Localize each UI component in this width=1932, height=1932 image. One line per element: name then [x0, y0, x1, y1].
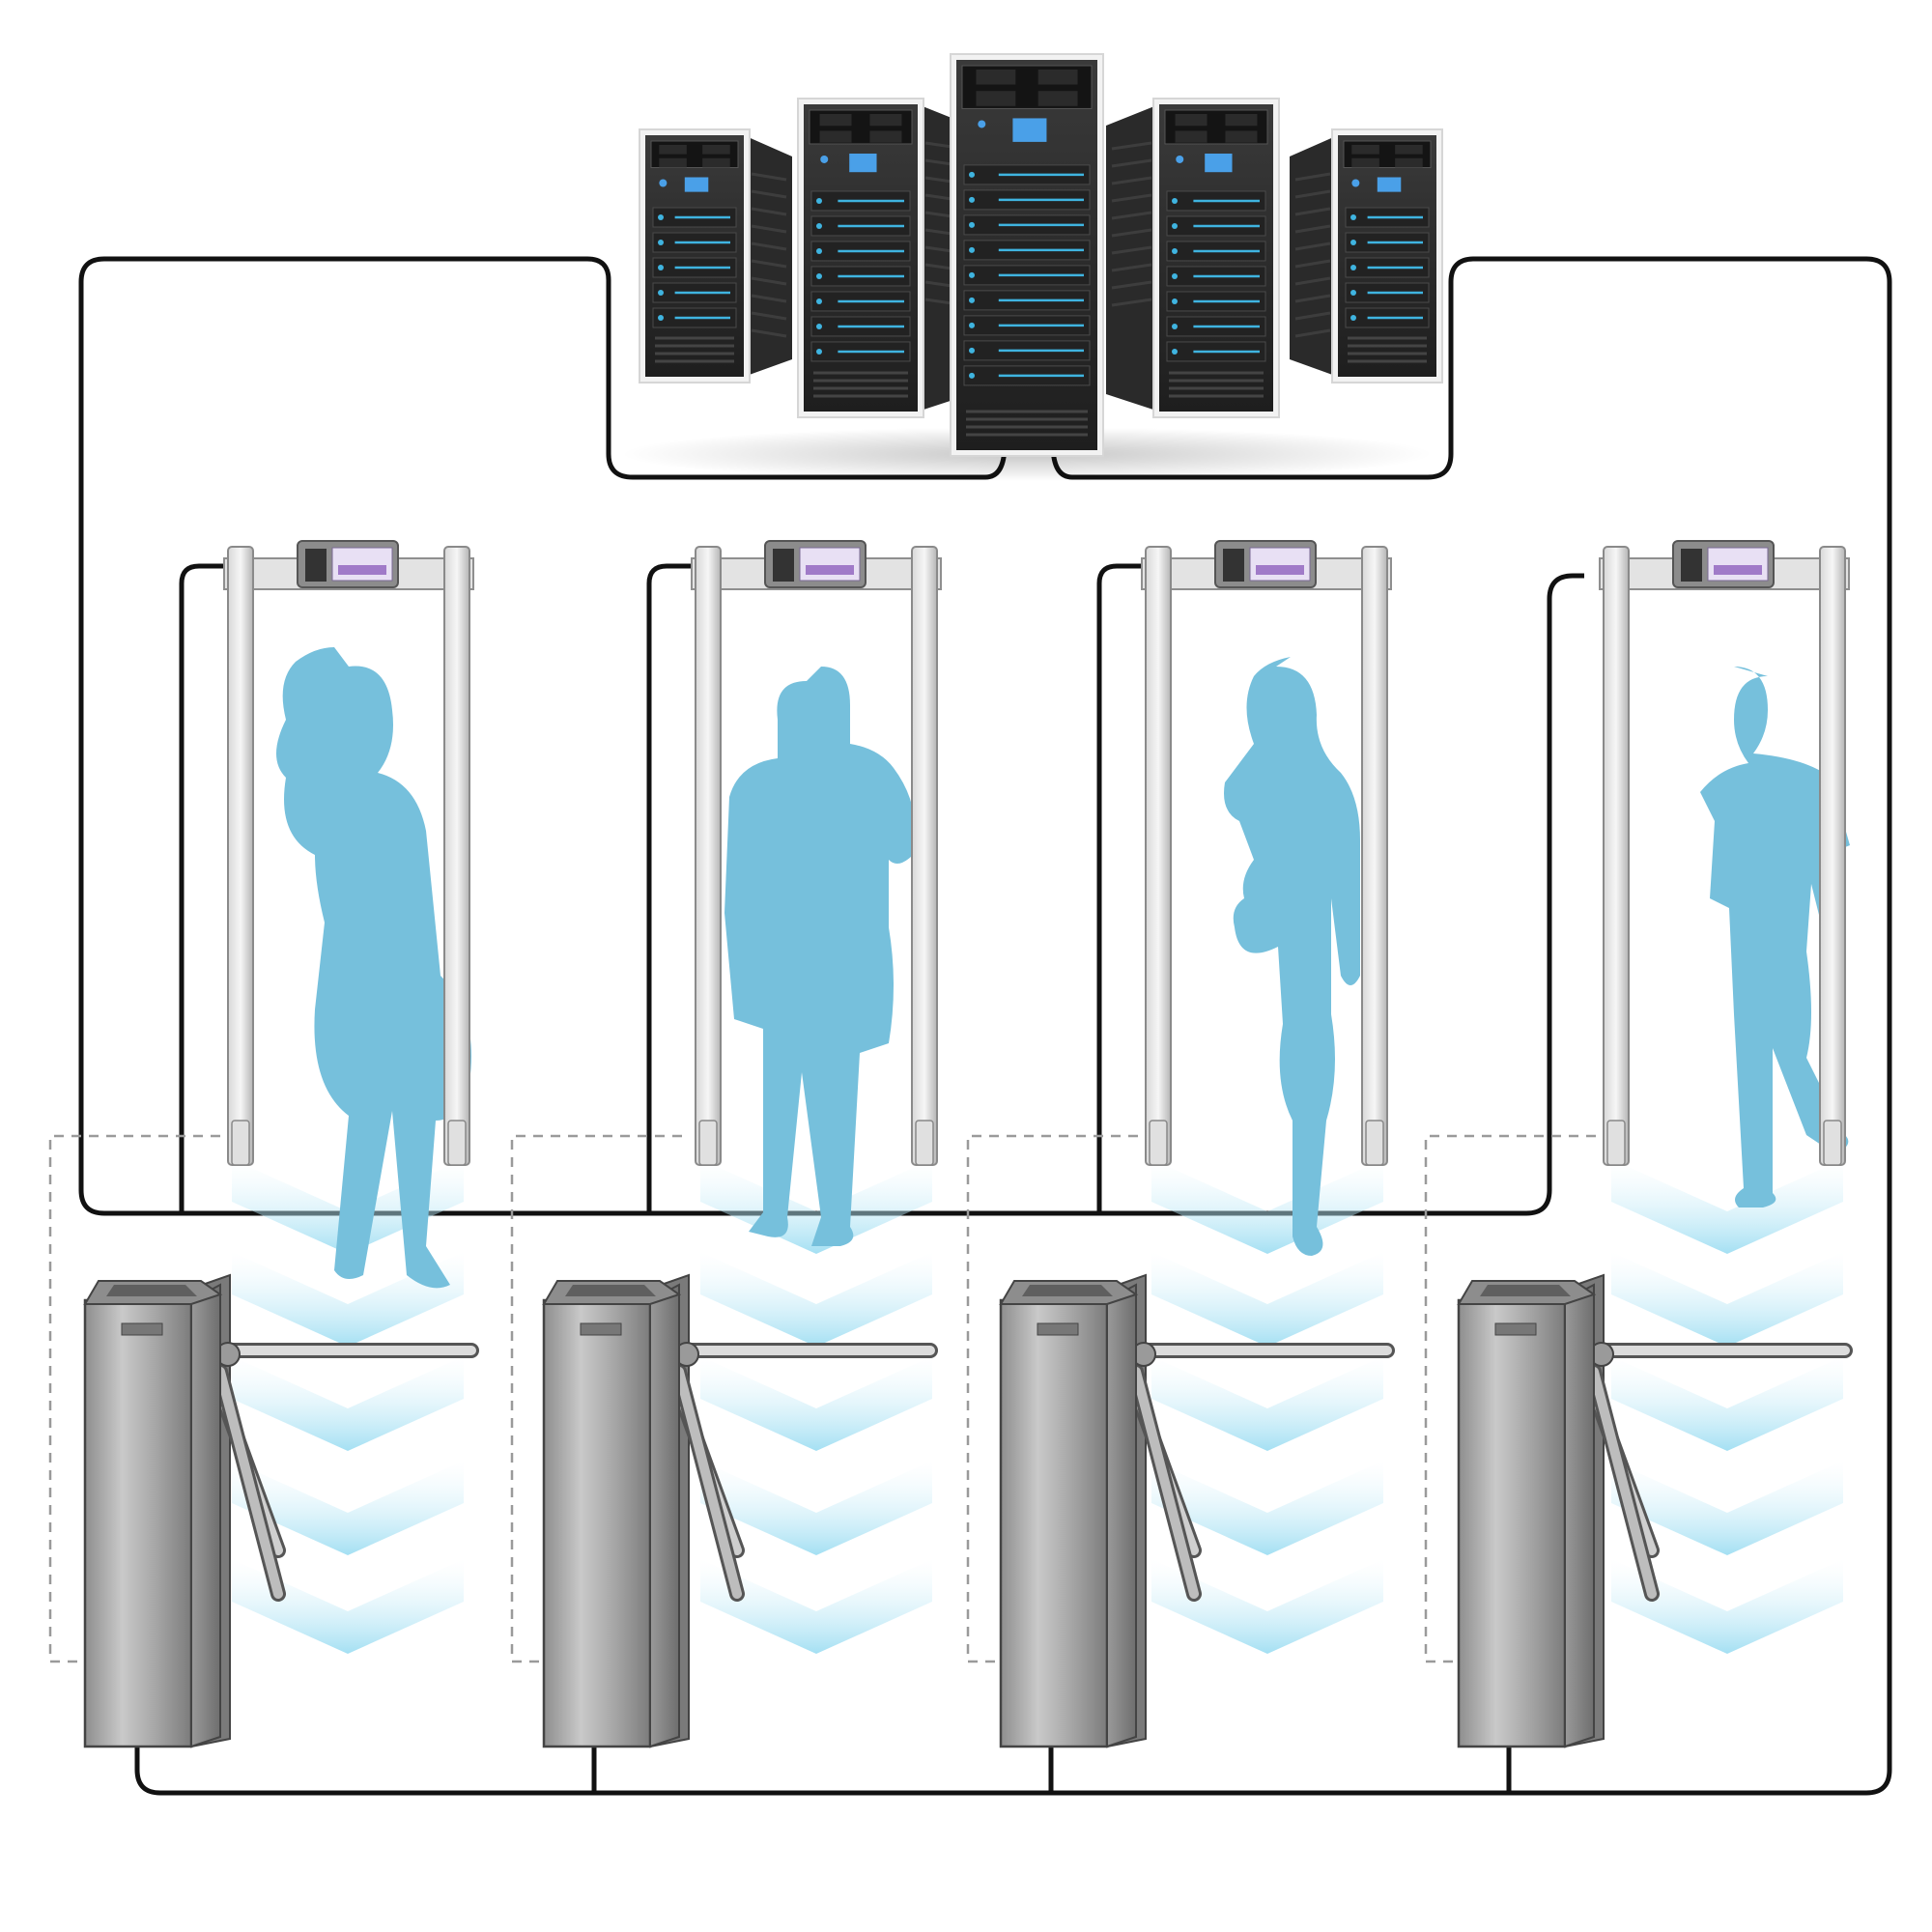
- flow-chevrons: [232, 1159, 1843, 1654]
- flow-chevron-icon: [232, 1252, 464, 1347]
- network-cables: [78, 256, 1892, 1796]
- tripod-turnstile-icon: [999, 1273, 1395, 1748]
- walk-through-metal-detector-icon: [1141, 540, 1392, 1256]
- flow-chevron-icon: [232, 1356, 464, 1451]
- flow-chevron-icon: [232, 1559, 464, 1654]
- cable-server-to-turnstiles: [134, 256, 1892, 1796]
- server-icon: [950, 53, 1104, 457]
- flow-chevron-icon: [1611, 1559, 1843, 1654]
- person-silhouette-icon: [1700, 667, 1850, 1208]
- server-icon: [1106, 98, 1280, 418]
- flow-chevron-icon: [1611, 1252, 1843, 1347]
- cable-drop-gate-3: [1096, 563, 1146, 1213]
- cable-drop-gate-2: [646, 563, 696, 1213]
- flow-chevron-icon: [1611, 1461, 1843, 1555]
- cable-server-to-gates: [78, 256, 1584, 1216]
- tripod-turnstile-icon: [542, 1273, 938, 1748]
- turnstiles: [83, 1273, 1853, 1748]
- person-silhouette-icon: [724, 667, 916, 1246]
- flow-chevron-icon: [1611, 1159, 1843, 1254]
- server-cluster: [621, 53, 1443, 481]
- flow-chevron-icon: [700, 1461, 932, 1555]
- person-silhouette-icon: [276, 647, 471, 1289]
- flow-chevron-icon: [700, 1356, 932, 1451]
- metal-detector-gates: [223, 540, 1850, 1289]
- server-icon: [797, 98, 971, 418]
- person-silhouette-icon: [1224, 657, 1360, 1256]
- flow-chevron-icon: [1151, 1356, 1383, 1451]
- walk-through-metal-detector-icon: [691, 540, 942, 1246]
- flow-chevron-icon: [1151, 1559, 1383, 1654]
- server-icon: [1290, 128, 1443, 384]
- flow-chevron-icon: [1151, 1252, 1383, 1347]
- flow-chevron-icon: [1611, 1356, 1843, 1451]
- flow-chevron-icon: [1151, 1461, 1383, 1555]
- tripod-turnstile-icon: [1457, 1273, 1853, 1748]
- flow-chevron-icon: [700, 1559, 932, 1654]
- flow-chevron-icon: [1151, 1159, 1383, 1254]
- flow-chevron-icon: [232, 1461, 464, 1555]
- tripod-turnstile-icon: [83, 1273, 479, 1748]
- server-icon: [639, 128, 792, 384]
- walk-through-metal-detector-icon: [1599, 540, 1850, 1208]
- cable-drop-gate-1: [179, 563, 228, 1213]
- walk-through-metal-detector-icon: [223, 540, 474, 1289]
- flow-chevron-icon: [700, 1252, 932, 1347]
